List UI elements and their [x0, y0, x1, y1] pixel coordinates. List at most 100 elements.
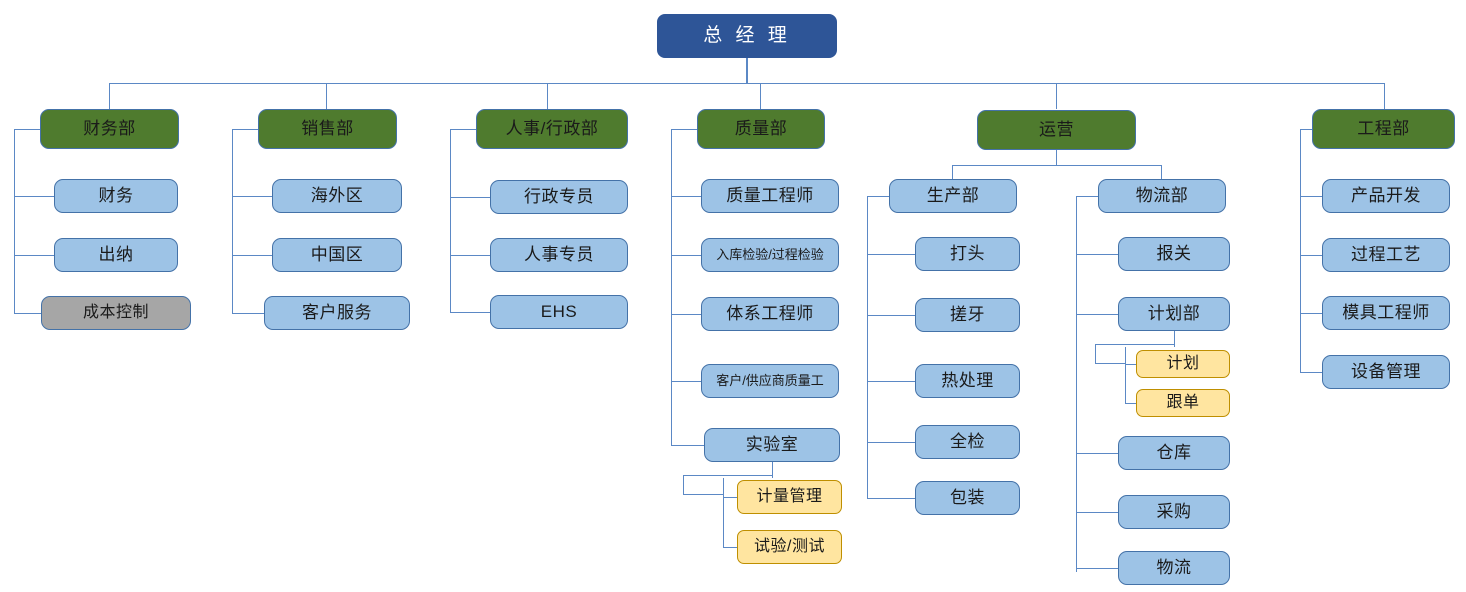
connector-stub-planning-2: [1125, 403, 1136, 404]
node-finance-cashier[interactable]: 出纳: [54, 238, 178, 272]
connector-stub-logistics-1: [1076, 254, 1118, 255]
node-dept-quality[interactable]: 质量部: [697, 109, 825, 149]
connector-operations-bus: [952, 165, 1161, 166]
connector-drop-engineering: [1384, 83, 1385, 109]
node-sales-china[interactable]: 中国区: [272, 238, 402, 272]
node-quality-incoming-process-inspection[interactable]: 入库检验/过程检验: [701, 238, 839, 272]
node-logistics-warehouse[interactable]: 仓库: [1118, 436, 1230, 470]
connector-planning-down: [1174, 331, 1175, 347]
connector-stub-quality-1: [671, 196, 701, 197]
connector-drop-logistics: [1161, 165, 1162, 179]
connector-lab-down: [772, 462, 773, 478]
node-quality-customer-supplier-quality[interactable]: 客户/供应商质量工: [701, 364, 839, 398]
connector-stub-logistics-4: [1076, 512, 1118, 513]
connector-stub-planning-1: [1125, 364, 1136, 365]
connector-stub-logistics-head: [1076, 196, 1098, 197]
connector-stub-finance-1: [14, 196, 54, 197]
node-lab-trial-testing[interactable]: 试验/测试: [737, 530, 842, 564]
node-dept-operations[interactable]: 运营: [977, 110, 1136, 150]
node-production-heat-treatment[interactable]: 热处理: [915, 364, 1020, 398]
connector-planning-spine-inner: [1125, 347, 1126, 403]
connector-stub-engineering-head: [1300, 129, 1322, 130]
connector-stub-sales-head: [232, 129, 258, 130]
connector-stub-production-4: [867, 442, 915, 443]
connector-spine-quality: [671, 129, 672, 445]
connector-stub-engineering-3: [1300, 313, 1322, 314]
connector-spine-hr: [450, 129, 451, 312]
node-dept-engineering[interactable]: 工程部: [1312, 109, 1455, 149]
node-production-thread-rolling[interactable]: 搓牙: [915, 298, 1020, 332]
connector-stub-logistics-2: [1076, 314, 1118, 315]
connector-stub-lab-1: [723, 497, 737, 498]
node-production-heading[interactable]: 打头: [915, 237, 1020, 271]
connector-stub-quality-2: [671, 255, 701, 256]
node-logistics-customs-declaration[interactable]: 报关: [1118, 237, 1230, 271]
node-root-general-manager[interactable]: 总 经 理: [657, 14, 837, 58]
node-planning-plan[interactable]: 计划: [1136, 350, 1230, 378]
connector-stub-production-5: [867, 498, 915, 499]
node-hr-admin-specialist[interactable]: 行政专员: [490, 180, 628, 214]
connector-stub-quality-4: [671, 381, 701, 382]
connector-stub-sales-2: [232, 255, 272, 256]
node-hr-ehs[interactable]: EHS: [490, 295, 628, 329]
node-dept-hr-admin[interactable]: 人事/行政部: [476, 109, 628, 149]
node-logistics-logistics[interactable]: 物流: [1118, 551, 1230, 585]
node-finance-accounting[interactable]: 财务: [54, 179, 178, 213]
connector-drop-operations: [1056, 83, 1057, 109]
connector-planning-bus-lower: [1095, 363, 1125, 364]
node-logistics-planning-dept[interactable]: 计划部: [1118, 297, 1230, 331]
node-operations-production[interactable]: 生产部: [889, 179, 1017, 213]
node-quality-system-engineer[interactable]: 体系工程师: [701, 297, 839, 331]
connector-stub-quality-5: [671, 445, 704, 446]
connector-stub-sales-1: [232, 196, 272, 197]
connector-stub-logistics-5: [1076, 568, 1118, 569]
connector-planning-spine-outer: [1095, 344, 1096, 364]
connector-spine-logistics: [1076, 196, 1077, 572]
node-planning-order-follow-up[interactable]: 跟单: [1136, 389, 1230, 417]
connector-stub-quality-3: [671, 314, 701, 315]
connector-drop-production: [952, 165, 953, 179]
node-finance-cost-control[interactable]: 成本控制: [41, 296, 191, 330]
connector-drop-sales: [326, 83, 327, 109]
connector-stub-production-head: [867, 196, 889, 197]
connector-stub-hr-2: [450, 255, 490, 256]
connector-stub-production-1: [867, 254, 915, 255]
node-engineering-process-technology[interactable]: 过程工艺: [1322, 238, 1450, 272]
node-sales-customer-service[interactable]: 客户服务: [264, 296, 410, 330]
node-engineering-product-development[interactable]: 产品开发: [1322, 179, 1450, 213]
node-logistics-purchasing[interactable]: 采购: [1118, 495, 1230, 529]
connector-stub-finance-3: [14, 313, 54, 314]
connector-stub-finance-head: [14, 129, 40, 130]
connector-spine-sales: [232, 129, 233, 314]
node-production-full-inspection[interactable]: 全检: [915, 425, 1020, 459]
connector-operations-down: [1056, 150, 1057, 166]
connector-spine-production: [867, 196, 868, 498]
connector-stub-finance-2: [14, 255, 54, 256]
connector-planning-bus-upper: [1095, 344, 1175, 345]
node-dept-finance[interactable]: 财务部: [40, 109, 179, 149]
connector-spine-finance: [14, 129, 15, 314]
node-production-packaging[interactable]: 包装: [915, 481, 1020, 515]
node-dept-sales[interactable]: 销售部: [258, 109, 397, 149]
connector-lab-bus-lower: [683, 494, 723, 495]
connector-stub-hr-3: [450, 312, 490, 313]
node-sales-overseas[interactable]: 海外区: [272, 179, 402, 213]
connector-stub-sales-3: [232, 313, 272, 314]
connector-stub-engineering-1: [1300, 196, 1322, 197]
connector-lab-spine-outer: [683, 475, 684, 495]
node-quality-laboratory[interactable]: 实验室: [704, 428, 840, 462]
connector-drop-hr: [547, 83, 548, 109]
connector-spine-engineering: [1300, 129, 1301, 372]
connector-stub-engineering-4: [1300, 372, 1322, 373]
node-lab-metrology-management[interactable]: 计量管理: [737, 480, 842, 514]
connector-stub-logistics-3: [1076, 453, 1118, 454]
node-engineering-mold-engineer[interactable]: 模具工程师: [1322, 296, 1450, 330]
node-quality-engineer[interactable]: 质量工程师: [701, 179, 839, 213]
node-engineering-equipment-management[interactable]: 设备管理: [1322, 355, 1450, 389]
connector-root-bus: [109, 83, 1384, 84]
connector-stub-lab-2: [723, 547, 737, 548]
node-hr-personnel-specialist[interactable]: 人事专员: [490, 238, 628, 272]
node-operations-logistics-dept[interactable]: 物流部: [1098, 179, 1226, 213]
connector-drop-quality: [760, 83, 761, 109]
